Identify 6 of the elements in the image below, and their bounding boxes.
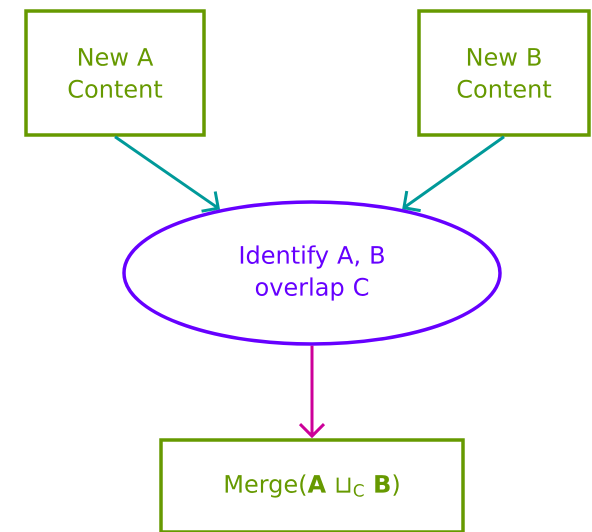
process-box: Merge(A ⊔$_{C}$ B): [159, 438, 465, 532]
process-box: New A Content: [24, 9, 206, 137]
process-box: New B Content: [417, 9, 591, 137]
arrow: [114, 136, 220, 213]
arrow: [298, 346, 326, 438]
arrow: [402, 136, 505, 212]
